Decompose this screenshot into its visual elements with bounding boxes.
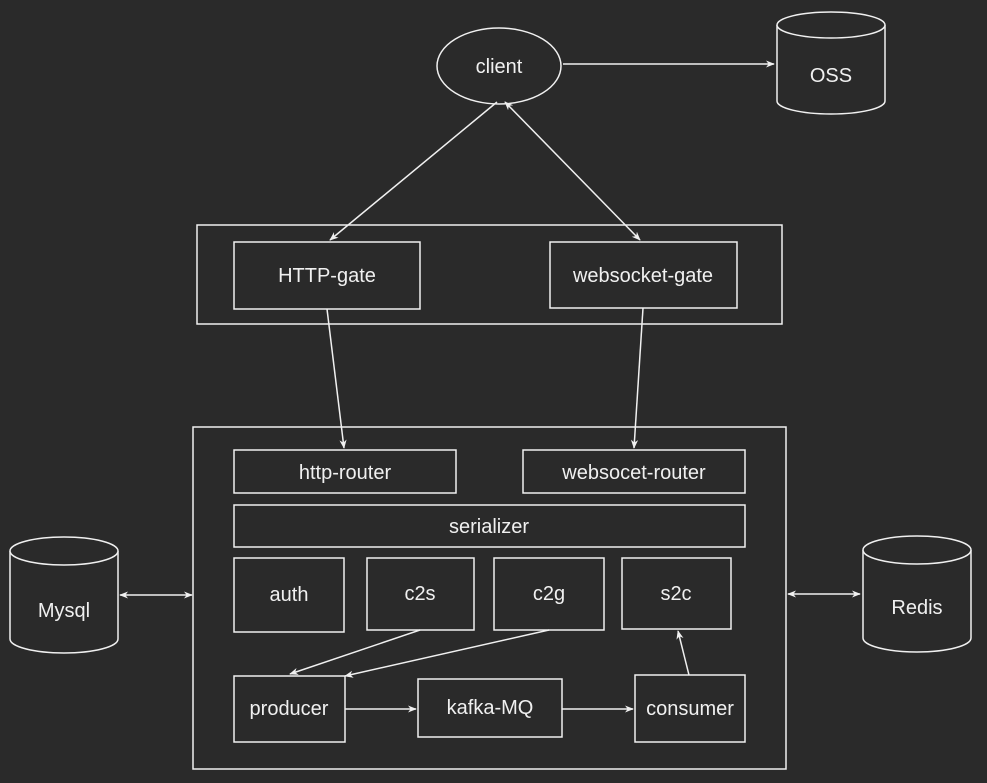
- s2c-node: s2c: [621, 557, 732, 630]
- websocket-gate-node: websocket-gate: [549, 241, 738, 309]
- c2g-node: c2g: [493, 557, 605, 631]
- kafka-label: kafka-MQ: [447, 697, 534, 719]
- http-router-node: http-router: [233, 449, 457, 494]
- c2g-label: c2g: [533, 583, 565, 605]
- mysql-database: Mysql: [9, 536, 119, 654]
- producer-label: producer: [250, 698, 329, 720]
- edge-client-websocket-gate: [504, 101, 641, 241]
- c2s-node: c2s: [366, 557, 475, 631]
- edge-websocket-gate-router: [630, 307, 644, 449]
- gateway-group: [196, 224, 783, 325]
- service-group: [192, 426, 787, 770]
- serializer-label: serializer: [449, 516, 529, 538]
- c2s-label: c2s: [404, 583, 435, 605]
- edge-c2g-producer: [344, 629, 550, 678]
- edge-c2s-producer: [289, 629, 421, 675]
- websocket-router-label: websocet-router: [561, 462, 706, 484]
- producer-node: producer: [233, 675, 346, 743]
- auth-node: auth: [233, 557, 345, 633]
- client-label: client: [476, 56, 523, 78]
- edge-http-gate-router: [326, 308, 347, 449]
- consumer-node: consumer: [634, 674, 746, 743]
- websocket-router-node: websocet-router: [522, 449, 746, 494]
- auth-label: auth: [270, 584, 309, 606]
- client-node: client: [436, 27, 562, 105]
- http-gate-node: HTTP-gate: [233, 241, 421, 310]
- serializer-node: serializer: [233, 504, 746, 548]
- http-gate-label: HTTP-gate: [278, 265, 376, 287]
- redis-database: Redis: [862, 535, 972, 653]
- redis-label: Redis: [891, 597, 942, 619]
- oss-label: OSS: [810, 65, 852, 87]
- kafka-node: kafka-MQ: [417, 678, 563, 738]
- consumer-label: consumer: [646, 698, 734, 720]
- edge-consumer-s2c: [676, 630, 690, 676]
- mysql-label: Mysql: [38, 600, 90, 622]
- s2c-label: s2c: [660, 583, 691, 605]
- edge-client-http-gate: [329, 101, 498, 241]
- websocket-gate-label: websocket-gate: [572, 265, 713, 287]
- http-router-label: http-router: [299, 462, 392, 484]
- oss-storage: OSS: [776, 11, 886, 115]
